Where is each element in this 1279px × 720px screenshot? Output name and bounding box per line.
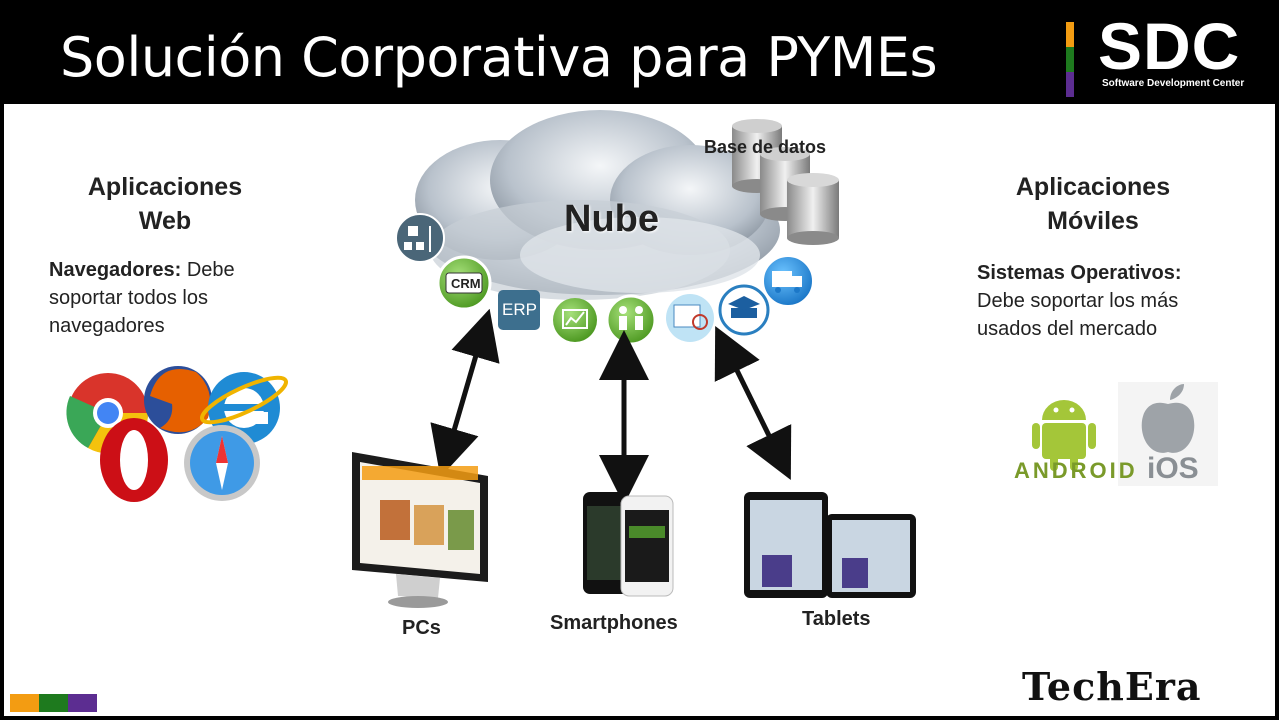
erp-label: ERP xyxy=(502,300,537,319)
pcs-label: PCs xyxy=(402,617,441,639)
mobile-apps-desc-line2: Debe soportar los más xyxy=(977,290,1179,312)
ios-label: iOS xyxy=(1147,452,1199,485)
education-icon xyxy=(718,284,770,336)
web-apps-desc-line3: navegadores xyxy=(49,315,165,337)
tablets-label: Tablets xyxy=(802,608,871,630)
delivery-truck-icon xyxy=(762,255,814,307)
firefox-icon xyxy=(144,366,212,434)
header-bar: Solución Corporativa para PYMEs SDC Soft… xyxy=(0,0,1279,104)
mobile-apps-desc-bold: Sistemas Operativos: xyxy=(977,262,1182,284)
web-apps-heading-line2: Web xyxy=(138,207,192,235)
crm-label: CRM xyxy=(451,276,481,291)
browser-icons-cluster xyxy=(66,366,288,502)
web-apps-desc-line2: soportar todos los xyxy=(49,287,208,309)
tablets-cloud-arrow xyxy=(714,326,792,480)
web-apps-description: Navegadores: Debe soportar todos los nav… xyxy=(49,256,309,340)
analytics-icon xyxy=(666,294,714,342)
erp-icon xyxy=(498,290,540,330)
org-chart-icon xyxy=(395,213,445,263)
finance-icon xyxy=(553,298,597,342)
web-apps-heading: Aplicaciones Web xyxy=(60,170,270,238)
safari-icon xyxy=(184,425,260,501)
logo-color-bars xyxy=(1066,22,1074,98)
opera-icon xyxy=(100,418,168,502)
pcs-cloud-arrow xyxy=(430,308,500,478)
android-label: ANDROID xyxy=(1014,458,1138,483)
web-apps-desc-line1: Debe xyxy=(181,259,235,281)
crm-icon xyxy=(436,255,492,311)
sdc-logo: SDC xyxy=(1098,9,1241,83)
handshake-icon xyxy=(605,294,657,346)
android-icon xyxy=(1032,400,1096,471)
tablet-icon xyxy=(744,492,916,598)
mobile-apps-heading: Aplicaciones Móviles xyxy=(988,170,1198,238)
cloud-icon xyxy=(415,110,780,300)
database-label: Base de datos xyxy=(704,137,827,157)
slide-title: Solución Corporativa para PYMEs xyxy=(60,26,938,89)
mobile-apps-desc-line3: usados del mercado xyxy=(977,318,1158,340)
smartphone-icon xyxy=(583,492,674,597)
mobile-apps-heading-line1: Aplicaciones xyxy=(1015,173,1171,201)
pc-monitor-icon xyxy=(352,452,488,608)
web-apps-desc-bold: Navegadores: xyxy=(49,259,182,281)
mobile-apps-description: Sistemas Operativos: Debe soportar los m… xyxy=(977,259,1247,343)
web-apps-heading-line1: Aplicaciones xyxy=(87,173,243,201)
mobile-apps-heading-line2: Móviles xyxy=(1047,207,1139,235)
sdc-logo-subtitle: Software Development Center xyxy=(1102,78,1245,89)
cloud-label: Nube xyxy=(564,198,659,240)
apple-icon xyxy=(1118,382,1218,486)
techera-logo: TechEra xyxy=(1022,664,1202,709)
database-icon xyxy=(732,119,839,245)
smartphones-label: Smartphones xyxy=(550,612,678,634)
footer-color-bars xyxy=(10,694,97,712)
